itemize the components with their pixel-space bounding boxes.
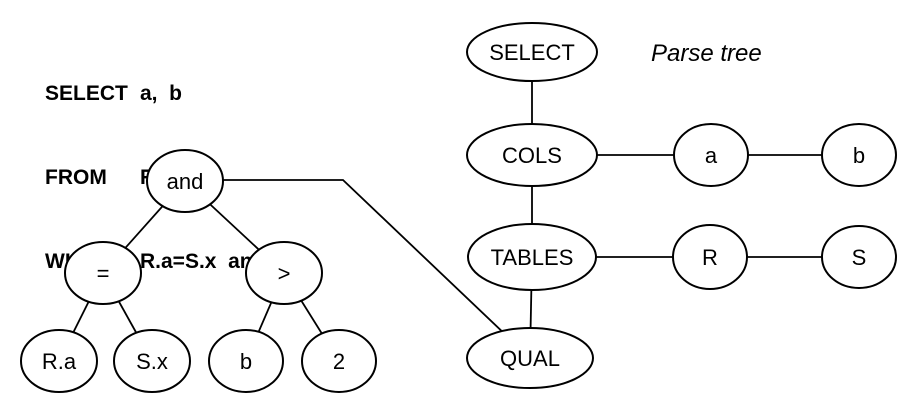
node-label-col-b: b xyxy=(853,143,865,168)
node-ellipse-b xyxy=(208,329,284,393)
node-ellipse-col-b xyxy=(821,123,897,187)
node-label-tables: TABLES xyxy=(491,245,574,270)
expr-node-b: b xyxy=(208,329,284,393)
node-label-two: 2 xyxy=(333,349,345,374)
node-label-table-s: S xyxy=(852,245,867,270)
sql-query-line-select: SELECT a, b xyxy=(45,80,314,108)
node-label-qual: QUAL xyxy=(500,346,560,371)
sql-args-select: a, b xyxy=(140,82,183,105)
parse-node-qual: QUAL xyxy=(466,327,594,389)
node-label-cols: COLS xyxy=(502,143,562,168)
node-ellipse-tables xyxy=(467,223,597,291)
expr-node-two: 2 xyxy=(301,329,377,393)
sql-keyword-from: FROM xyxy=(45,166,107,189)
parse-node-select: SELECT xyxy=(466,22,598,82)
parse-node-tables: TABLES xyxy=(467,223,597,291)
parse-node-col-b: b xyxy=(821,123,897,187)
node-label-gt: > xyxy=(278,261,291,286)
node-label-sx: S.x xyxy=(136,349,168,374)
parse-node-col-a: a xyxy=(673,123,749,187)
node-ellipse-col-a xyxy=(673,123,749,187)
node-label-col-a: a xyxy=(705,143,718,168)
node-label-and: and xyxy=(167,169,204,194)
node-ellipse-cols xyxy=(466,123,598,187)
node-ellipse-select xyxy=(466,22,598,82)
node-ellipse-sx xyxy=(113,329,191,393)
expr-node-ra: R.a xyxy=(20,329,98,393)
node-ellipse-qual xyxy=(466,327,594,389)
node-ellipse-and xyxy=(146,149,224,213)
node-ellipse-table-r xyxy=(672,224,748,290)
node-ellipse-table-s xyxy=(821,225,897,289)
node-label-eq: = xyxy=(97,261,110,286)
expr-node-eq: = xyxy=(64,241,142,305)
node-label-table-r: R xyxy=(702,245,718,270)
parse-node-table-r: R xyxy=(672,224,748,290)
node-label-ra: R.a xyxy=(42,349,77,374)
node-ellipse-gt xyxy=(245,241,323,305)
node-ellipse-eq xyxy=(64,241,142,305)
sql-keyword-select: SELECT xyxy=(45,82,128,105)
expr-node-sx: S.x xyxy=(113,329,191,393)
edge-and-qual xyxy=(185,179,531,359)
node-ellipse-ra xyxy=(20,329,98,393)
caption-parse-tree: Parse tree xyxy=(651,40,762,67)
parse-node-cols: COLS xyxy=(466,123,598,187)
expr-node-gt: > xyxy=(245,241,323,305)
node-label-select: SELECT xyxy=(489,40,575,65)
expr-node-and: and xyxy=(146,149,224,213)
node-label-b: b xyxy=(240,349,252,374)
parse-node-table-s: S xyxy=(821,225,897,289)
node-ellipse-two xyxy=(301,329,377,393)
